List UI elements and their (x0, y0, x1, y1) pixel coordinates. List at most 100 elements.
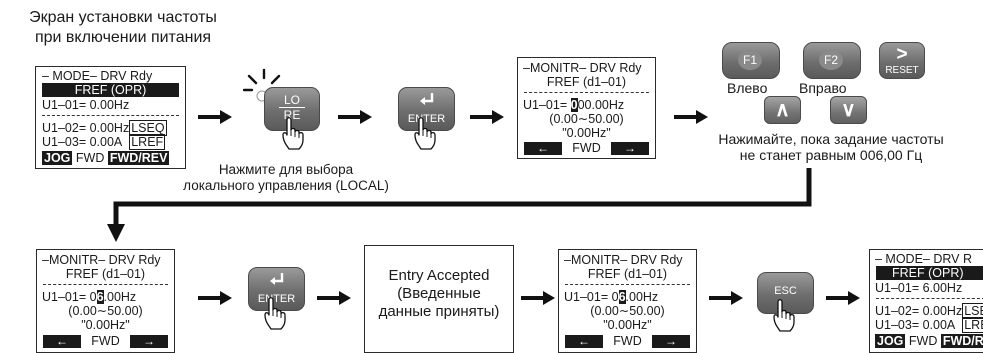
lcd-default: "0.00Hz" (81, 318, 130, 332)
lcd-line-u103: U1–03= 0.00A LRE (875, 317, 983, 333)
freq-suffix: .00Hz (625, 290, 659, 304)
local-note-line-2: локального управления (LOCAL) (183, 178, 389, 193)
enter-key[interactable]: ENTER (398, 87, 455, 131)
lcd-default: "0.00Hz" (562, 126, 611, 140)
cursor-digit: 0 (570, 98, 578, 112)
lcd-panel-frequency-set: –MONITR– DRV Rdy FREF (d1–01) U1–01= 06.… (36, 249, 175, 353)
lcd-panel-frequency-accepted: –MONITR– DRV Rdy FREF (d1–01) U1–01= 06.… (558, 249, 697, 353)
lseq-tag: LSEQ (129, 120, 167, 136)
lcd-panel-mode-initial: – MODE– DRV Rdy FREF (OPR) U1–01= 0.00Hz… (35, 66, 186, 169)
freq-suffix: 00.00Hz (577, 98, 625, 112)
lcd-header: – MODE– DRV Rdy (42, 69, 153, 83)
lcd-u102-text: U1–02= 0.00Hz (875, 304, 963, 318)
nav-right-arrow: → (652, 334, 690, 348)
up-key[interactable]: ∧ (764, 96, 801, 124)
lcd-divider (42, 115, 179, 116)
lcd-frequency-line: U1–01= 06.00Hz (564, 290, 696, 304)
up-chevron-icon: ∧ (775, 99, 790, 121)
lcd-header: –MONITR– DRV Rdy (42, 253, 161, 267)
nav-left-arrow: ← (43, 334, 81, 348)
lcd-range: (0.00∼50.00) (590, 304, 665, 318)
freq-suffix: .00Hz (103, 290, 137, 304)
esc-key[interactable]: ESC (757, 272, 814, 314)
enter-label: ENTER (407, 113, 446, 125)
entry-line-2: (Введенные (397, 285, 481, 302)
lcd-nav-bar: ← FWD → (524, 141, 649, 155)
enter-label: ENTER (257, 293, 296, 305)
local-control-note: Нажмите для выбора локального управления… (158, 162, 414, 194)
reset-label: RESET (885, 65, 919, 76)
lcd-line-u101: U1–01= 0.00Hz (42, 98, 130, 112)
lcd-header: –MONITR– DRV Rdy (523, 61, 642, 75)
lref-tag: LRE (962, 317, 983, 333)
lcd-divider (565, 284, 690, 285)
pointing-hand-icon (264, 297, 286, 330)
fwd-rev-label: FWD/REV (107, 151, 170, 165)
title-line-2: при включении питания (34, 29, 212, 46)
reset-key[interactable]: > RESET (879, 42, 925, 79)
f2-key[interactable]: F2 (803, 42, 861, 79)
lcd-header: – MODE– DRV R (875, 252, 973, 266)
lcd-divider (43, 284, 168, 285)
jog-label: JOG (875, 334, 906, 348)
nav-left-arrow: ← (565, 334, 603, 348)
f2-label: F2 (819, 50, 843, 70)
lcd-divider (876, 298, 983, 299)
lcd-frequency-line: U1–01= 000.00Hz (523, 98, 655, 112)
lcd-nav-bar: ← FWD → (565, 334, 690, 348)
diagram-title: Экран установки частоты при включении пи… (0, 8, 246, 48)
lcd-u103-text: U1–03= 0.00A (42, 135, 123, 149)
flow-arrow-icon (317, 291, 351, 305)
down-chevron-icon: ∨ (841, 99, 856, 121)
esc-label: ESC (774, 285, 797, 297)
lo-label: LO (283, 93, 300, 107)
pointing-hand-icon (773, 299, 795, 332)
nav-right-arrow: → (130, 334, 168, 348)
lcd-footer: JOG FWD FWD/R (875, 334, 983, 348)
title-line-1: Экран установки частоты (29, 9, 217, 26)
enter-return-icon (270, 273, 284, 285)
lcd-range: (0.00∼50.00) (68, 304, 143, 318)
entry-line-3: данные приняты) (378, 303, 500, 320)
lcd-footer: JOG FWD FWD/REV (42, 151, 185, 165)
pointing-hand-icon (282, 117, 304, 150)
lref-tag: LREF (129, 134, 166, 150)
flow-arrow-icon (826, 291, 860, 305)
flow-arrow-icon (470, 110, 504, 124)
down-key[interactable]: ∨ (830, 96, 867, 124)
nav-left-arrow: ← (524, 141, 562, 155)
fwd-label: FWD (908, 334, 938, 348)
lcd-default: "0.00Hz" (603, 318, 652, 332)
fwd-label: FWD (75, 151, 105, 165)
right-shift-icon: > (896, 44, 908, 65)
press-note-line-2: не станет равным 006,00 Гц (739, 147, 923, 163)
freq-prefix: U1–01= 0 (42, 290, 97, 304)
lcd-header: –MONITR– DRV Rdy (564, 253, 683, 267)
local-note-line-1: Нажмите для выбора (218, 162, 354, 177)
flow-arrow-icon (709, 291, 743, 305)
lcd-nav-bar: ← FWD → (43, 334, 168, 348)
fwd-rev-label: FWD/R (940, 334, 983, 348)
flow-arrow-icon (338, 110, 372, 124)
lcd-frequency-line: U1–01= 06.00Hz (42, 290, 174, 304)
lcd-line-u101: U1–01= 6.00Hz (875, 281, 963, 295)
press-note-line-1: Нажимайте, пока задание частоты (718, 131, 944, 147)
flow-arrow-icon (198, 110, 232, 124)
f1-label: F1 (738, 50, 762, 70)
row-connector-arrow-icon (107, 168, 812, 242)
flow-arrow-icon (521, 291, 555, 305)
jog-label: JOG (42, 151, 73, 165)
right-label: Вправо (799, 80, 847, 96)
lcd-u102-text: U1–02= 0.00Hz (42, 121, 130, 135)
lcd-line-u103: U1–03= 0.00A LREF (42, 134, 185, 150)
cursor-digit: 6 (96, 290, 104, 304)
lcd-subheader: FREF (d1–01) (546, 75, 627, 89)
lcd-subheader: FREF (d1–01) (65, 267, 146, 281)
pointing-hand-icon (414, 117, 436, 150)
enter-key-confirm[interactable]: ENTER (248, 267, 305, 311)
lcd-range: (0.00∼50.00) (549, 112, 624, 126)
f1-key[interactable]: F1 (722, 42, 780, 79)
lcd-subheader: FREF (d1–01) (587, 267, 668, 281)
